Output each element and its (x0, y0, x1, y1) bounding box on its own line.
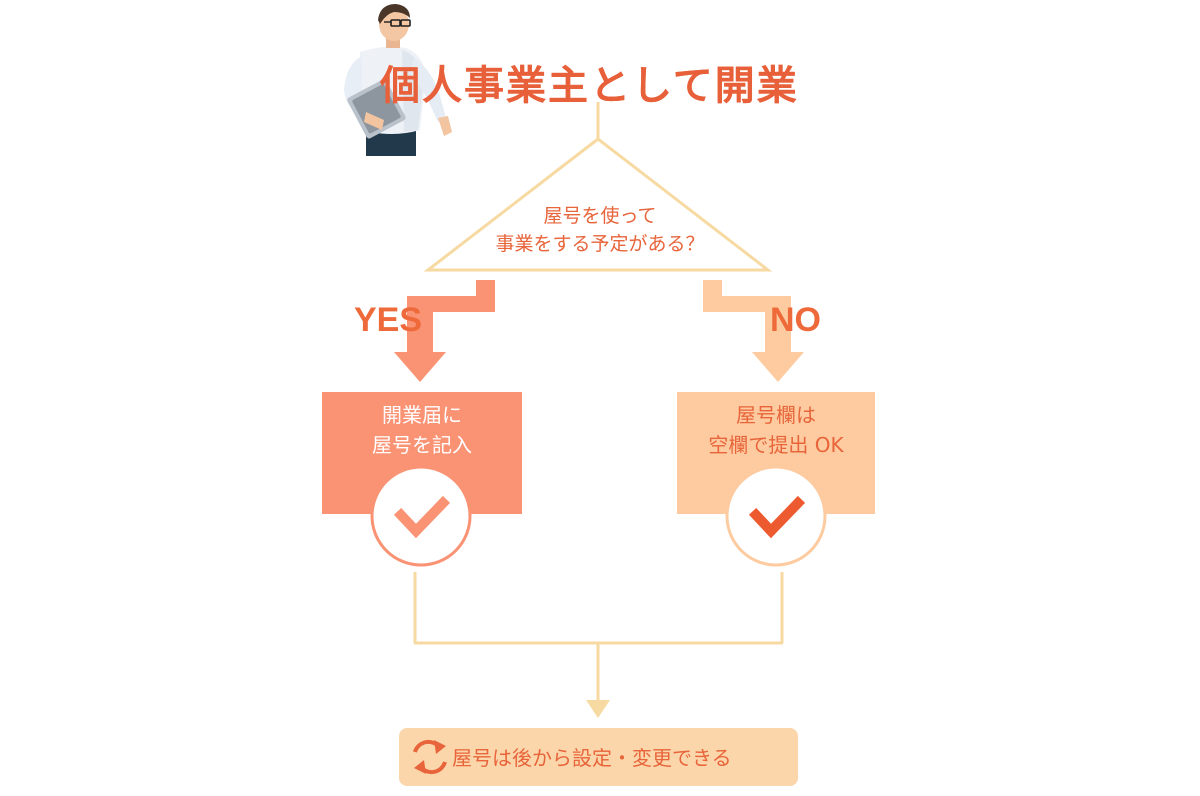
result-text: 屋号は後から設定・変更できる (452, 746, 732, 770)
yes-arrow (394, 280, 495, 382)
no-box-line: 空欄で提出 OK (708, 433, 844, 457)
decision-triangle (423, 137, 773, 272)
page-title: 個人事業主として開業 (380, 58, 820, 114)
yes-check-circle (370, 465, 472, 567)
merge-arrowhead (586, 700, 610, 718)
no-box-line: 屋号欄は (736, 403, 816, 427)
yes-label: YES (354, 301, 423, 339)
question-line: 屋号を使って (543, 205, 657, 227)
decision-question: 屋号を使って 事業をする予定がある？ (440, 202, 760, 258)
result-box (399, 728, 798, 786)
yes-box-line: 開業届に (382, 403, 462, 427)
question-line: 事業をする予定がある？ (495, 233, 705, 255)
yes-box-line: 屋号を記入 (372, 433, 472, 457)
refresh-icon (413, 739, 447, 775)
check-icon (748, 495, 806, 539)
no-label: NO (770, 301, 821, 339)
no-check-circle (725, 465, 827, 567)
no-arrow (703, 280, 804, 382)
check-icon (393, 495, 451, 539)
yes-box-text: 開業届に 屋号を記入 (322, 400, 522, 460)
merge-lines (413, 572, 784, 702)
person-illustration (344, 4, 452, 156)
no-box-text: 屋号欄は 空欄で提出 OK (677, 400, 875, 460)
